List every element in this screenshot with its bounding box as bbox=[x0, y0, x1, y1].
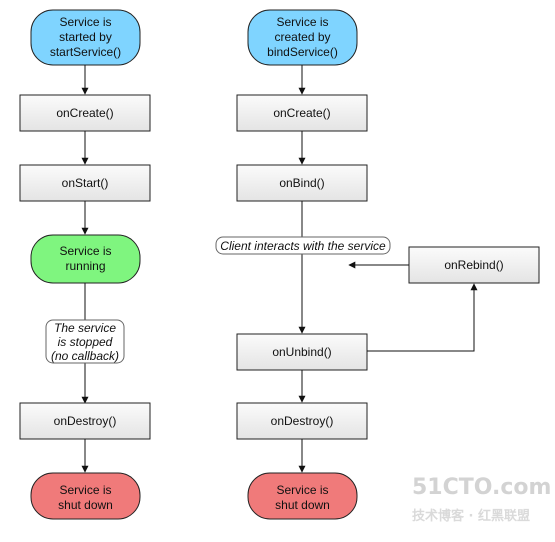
left-ondestroy-label: onDestroy() bbox=[54, 414, 117, 428]
right-onrebind-box: onRebind() bbox=[408, 246, 540, 284]
right-start-line-2: created by bbox=[274, 30, 330, 44]
watermark-line-2: 技术博客 · 红黑联盟 bbox=[412, 508, 530, 524]
right-end-node: Service is shut down bbox=[247, 472, 358, 520]
left-start-line-3: startService() bbox=[50, 45, 121, 59]
left-running-line-2: running bbox=[65, 259, 105, 273]
client-interaction-note: Client interacts with the service bbox=[215, 236, 391, 255]
left-stop-note-line-3: (no callback) bbox=[51, 349, 119, 363]
right-onbind-box: onBind() bbox=[236, 164, 368, 202]
right-oncreate-box: onCreate() bbox=[236, 94, 368, 132]
left-onstart-label: onStart() bbox=[62, 176, 109, 190]
left-end-node: Service is shut down bbox=[30, 472, 141, 520]
left-stop-note: The service is stopped (no callback) bbox=[45, 319, 125, 364]
right-onbind-label: onBind() bbox=[279, 176, 324, 190]
left-end-line-1: Service is bbox=[59, 483, 111, 497]
right-ondestroy-label: onDestroy() bbox=[271, 414, 334, 428]
right-onunbind-label: onUnbind() bbox=[272, 345, 331, 359]
left-stop-note-line-2: is stopped bbox=[58, 335, 113, 349]
right-start-line-3: bindService() bbox=[267, 45, 338, 59]
right-start-node: Service is created by bindService() bbox=[247, 9, 358, 66]
left-start-node: Service is started by startService() bbox=[30, 9, 141, 66]
client-interaction-note-label: Client interacts with the service bbox=[220, 239, 386, 253]
right-onrebind-label: onRebind() bbox=[444, 258, 503, 272]
left-onstart-box: onStart() bbox=[19, 164, 151, 202]
left-start-line-2: started by bbox=[59, 30, 112, 44]
left-start-line-1: Service is bbox=[59, 15, 111, 29]
right-ondestroy-box: onDestroy() bbox=[236, 402, 368, 440]
right-end-line-2: shut down bbox=[275, 498, 330, 512]
left-end-line-2: shut down bbox=[58, 498, 113, 512]
left-running-node: Service is running bbox=[30, 234, 141, 284]
right-onunbind-box: onUnbind() bbox=[236, 333, 368, 371]
watermark-line-1: 51CTO.com bbox=[412, 475, 551, 500]
left-stop-note-line-1: The service bbox=[54, 321, 116, 335]
left-oncreate-box: onCreate() bbox=[19, 94, 151, 132]
watermark: 51CTO.com 技术博客 · 红黑联盟 bbox=[412, 475, 551, 524]
right-oncreate-label: onCreate() bbox=[273, 106, 330, 120]
right-end-line-1: Service is bbox=[276, 483, 328, 497]
left-oncreate-label: onCreate() bbox=[56, 106, 113, 120]
right-start-line-1: Service is bbox=[276, 15, 328, 29]
left-running-line-1: Service is bbox=[59, 244, 111, 258]
left-ondestroy-box: onDestroy() bbox=[19, 402, 151, 440]
onunbind-to-onrebind-arrow bbox=[367, 283, 478, 352]
